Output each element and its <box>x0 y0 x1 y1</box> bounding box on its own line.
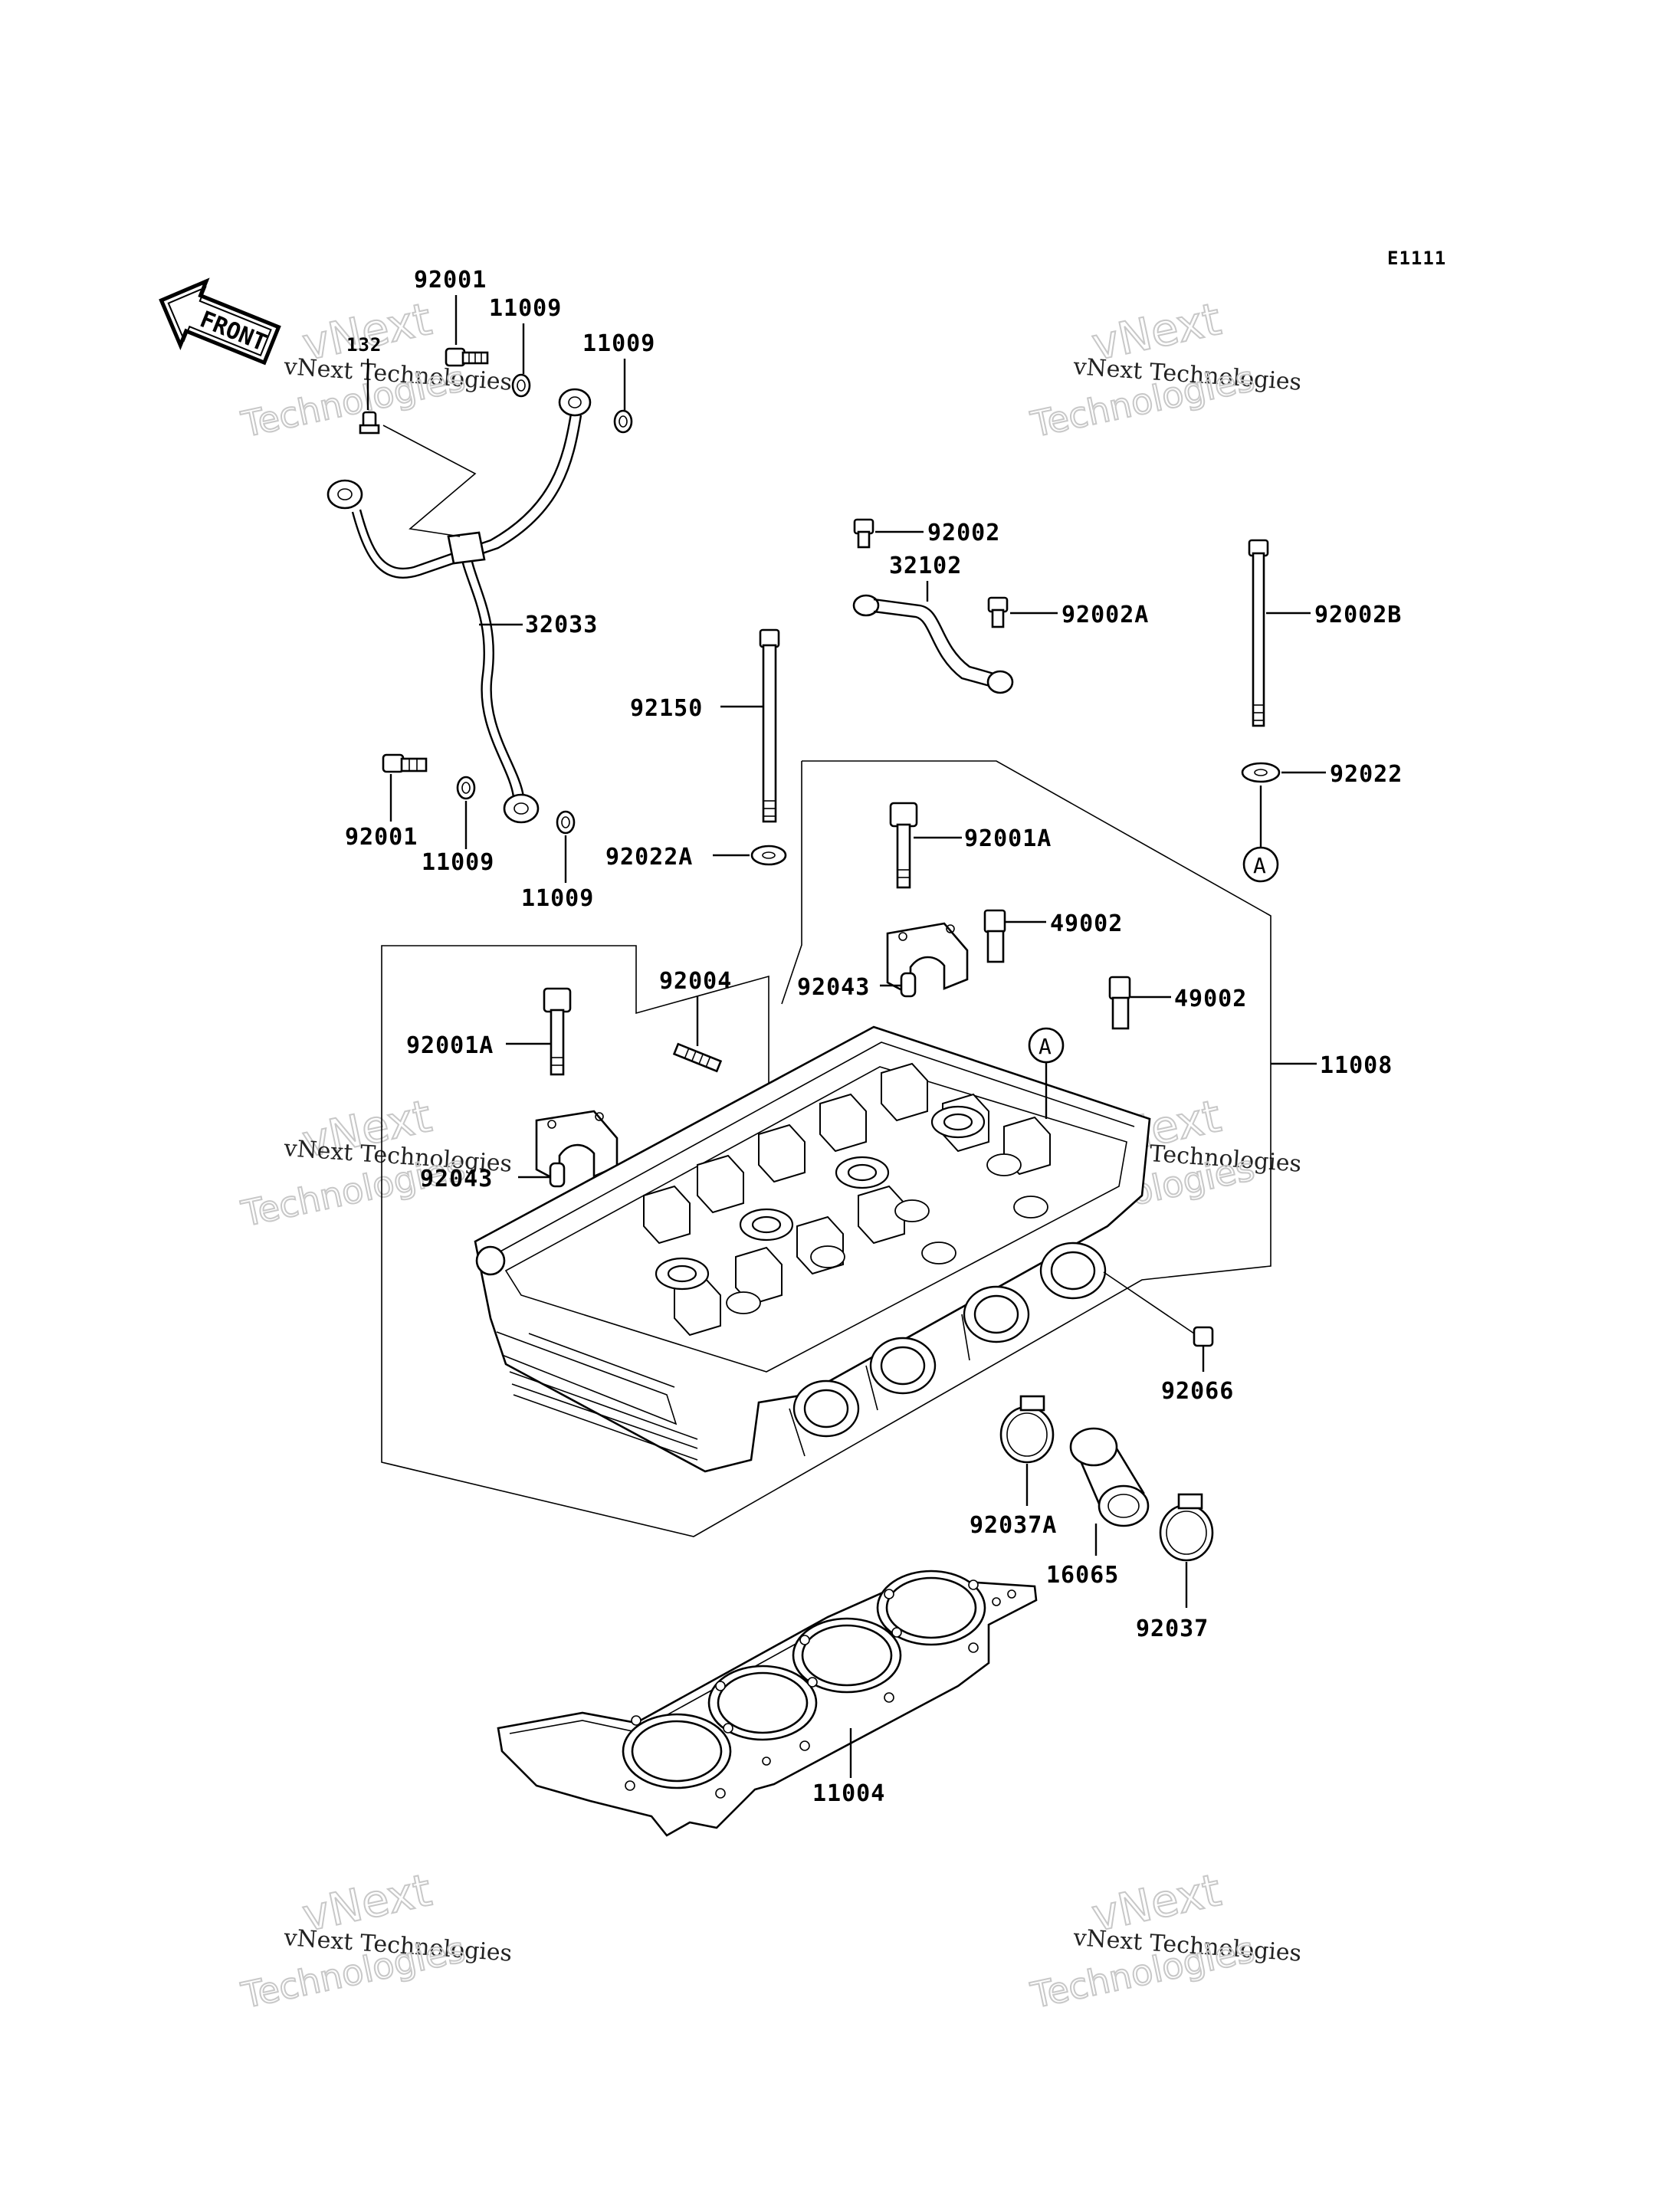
label-92002B: 92002B <box>1314 602 1402 628</box>
bolt-92001A-right <box>889 802 918 889</box>
label-92004: 92004 <box>659 968 732 995</box>
label-32033: 32033 <box>525 612 598 638</box>
label-92001A-right: 92001A <box>964 825 1052 852</box>
plug-49002-b <box>1108 976 1131 1030</box>
label-92066: 92066 <box>1161 1378 1234 1405</box>
clamp-92037A <box>999 1395 1055 1464</box>
bolt-92002A <box>987 596 1009 628</box>
washer-92022A <box>750 845 787 866</box>
label-92022: 92022 <box>1330 761 1403 788</box>
long-bolt-92150 <box>759 628 780 823</box>
washer-11009-b <box>613 409 633 434</box>
washer-92022 <box>1241 762 1281 783</box>
label-92001-top: 92001 <box>414 267 487 294</box>
label-11009-a: 11009 <box>489 295 562 322</box>
label-92002: 92002 <box>927 520 1000 546</box>
stud-92004 <box>672 1042 723 1073</box>
dowel-92043-right <box>900 972 917 998</box>
label-92001A-left: 92001A <box>406 1032 494 1059</box>
dowel-92043-left <box>549 1162 566 1188</box>
intake-ports <box>792 1242 1107 1438</box>
label-11009-c: 11009 <box>422 849 494 876</box>
label-11004: 11004 <box>812 1780 885 1807</box>
svg-text:A: A <box>1039 1034 1052 1059</box>
label-92001-bottom: 92001 <box>345 824 418 851</box>
label-49002-b: 49002 <box>1174 986 1247 1012</box>
washer-11009-c <box>456 776 476 800</box>
cylinder-head <box>474 1025 1151 1473</box>
label-92002A: 92002A <box>1061 602 1149 628</box>
label-11009-d: 11009 <box>521 885 594 912</box>
watermark-bottom-right: vNext vNext Technologies Technologies <box>1026 1863 1302 2017</box>
assembly-outline-11008 <box>381 760 1271 1537</box>
plug-92066 <box>1193 1326 1214 1347</box>
watermark-mid-left: vNext vNext Technologies Technologies <box>237 1089 513 1235</box>
plug-49002-a <box>983 909 1006 963</box>
long-bolt-92002B <box>1248 539 1269 727</box>
label-132: 132 <box>346 334 382 356</box>
banjo-bolt-92001-bottom <box>382 753 428 773</box>
cam-cap-right <box>886 922 969 997</box>
watermark-top-right: vNext vNext Technologies Technologies <box>1026 292 1302 446</box>
oil-pipe-32033 <box>326 388 592 824</box>
banjo-bolt-92001-top <box>445 347 489 367</box>
washer-11009-d <box>556 810 576 835</box>
clamp-92037 <box>1159 1493 1214 1562</box>
bolt-92002 <box>853 518 874 549</box>
label-32102: 32102 <box>889 553 962 579</box>
label-92022A: 92022A <box>605 844 693 871</box>
label-92043-right: 92043 <box>797 974 870 1001</box>
bolt-132 <box>359 411 380 435</box>
label-11008: 11008 <box>1320 1052 1393 1079</box>
callout-A-top: A <box>1242 786 1279 883</box>
washer-11009-a <box>511 373 531 398</box>
label-92043-left: 92043 <box>420 1166 493 1192</box>
head-gasket-11004 <box>497 1570 1038 1837</box>
label-92037: 92037 <box>1136 1615 1209 1642</box>
label-92037A: 92037A <box>970 1512 1057 1539</box>
watermark-bottom-left: vNext vNext Technologies Technologies <box>237 1863 513 2017</box>
label-16065: 16065 <box>1046 1562 1119 1589</box>
leader-132-bracket <box>382 425 477 537</box>
front-arrow-icon: FRONT <box>159 277 281 366</box>
breather-pipe-32102 <box>852 594 1014 694</box>
bolt-92001A-left <box>543 987 572 1076</box>
svg-text:A: A <box>1253 853 1266 878</box>
diagram-code: E1111 <box>1387 248 1446 269</box>
label-49002-a: 49002 <box>1050 910 1123 937</box>
intake-holder-16065 <box>1069 1427 1150 1527</box>
label-92150: 92150 <box>630 695 703 722</box>
label-11009-b: 11009 <box>582 330 655 357</box>
callout-A-head: A <box>1028 1027 1065 1119</box>
